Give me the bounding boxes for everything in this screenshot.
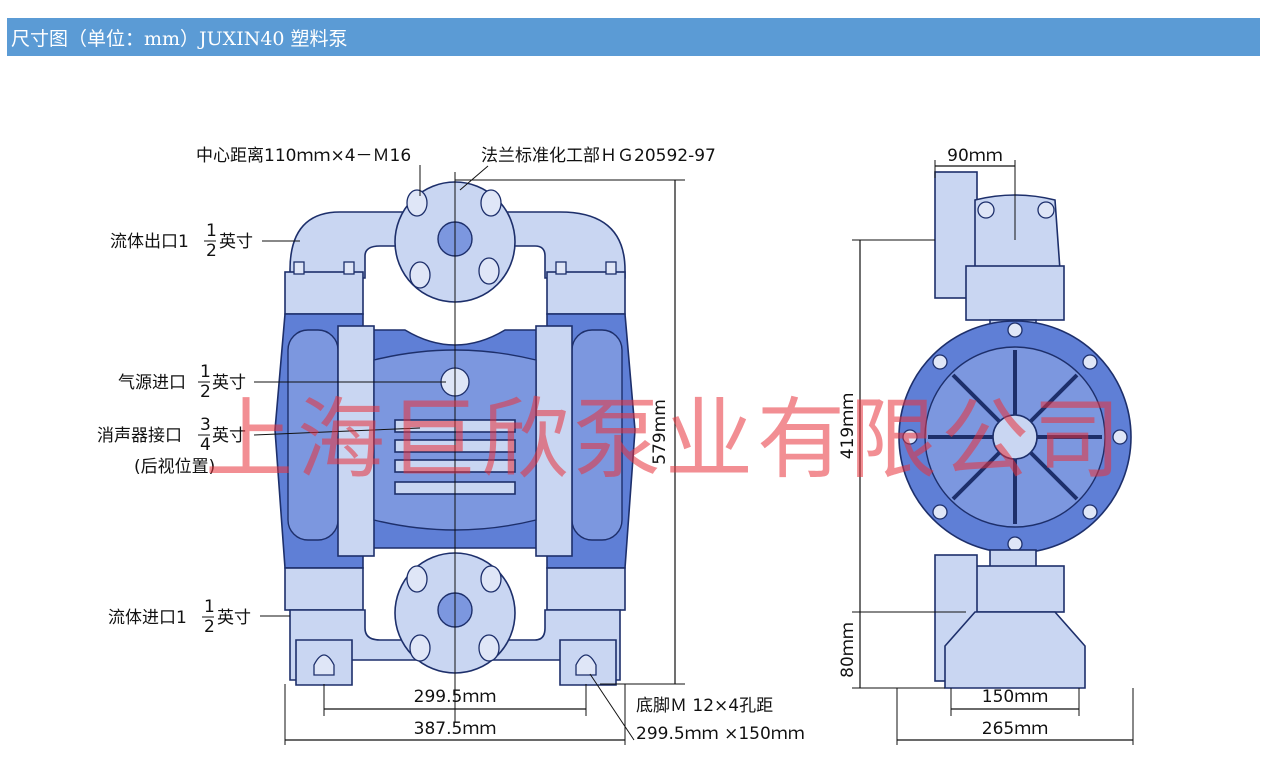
side-base-height-dimension: 80ｍｍ: [838, 622, 858, 678]
front-inner-width-dimension: 299.5ｍｍ: [414, 687, 497, 707]
outlet-label: 流体出口1: [110, 232, 189, 252]
upper-right-valve-block: [546, 271, 626, 315]
lower-right-valve-block: [546, 567, 626, 611]
side-foot-outer-dimension: 265ｍｍ: [982, 719, 1048, 739]
side-foot-inner-dimension: 150ｍｍ: [982, 687, 1048, 707]
outlet-frac-den: 2: [206, 241, 217, 261]
outlet-frac-num: 1: [206, 221, 217, 241]
muffler-frac-den: 4: [200, 435, 211, 455]
outlet-unit: 英寸: [219, 232, 253, 252]
upper-left-valve-block: [284, 271, 364, 315]
side-base: [944, 611, 1086, 689]
side-height-dimension: 419ｍｍ: [838, 393, 858, 459]
page-title: 尺寸图（单位：mm）JUXIN40 塑料泵: [11, 28, 348, 50]
company-watermark: 上海巨欣泵业有限公司: [205, 388, 1125, 491]
front-outer-width-dimension: 387.5ｍｍ: [414, 719, 497, 739]
foot-note-line2: 299.5ｍｍ ×150ｍｍ: [636, 724, 805, 744]
front-view-dimensions: 579mm 299.5ｍｍ 387.5ｍｍ 底脚Ｍ 12×4孔距 299.5ｍｍ…: [284, 179, 805, 745]
flange-center-label: 中心距离110ｍｍ×4－Ｍ16: [196, 146, 411, 166]
muffler-note: (后视位置): [134, 457, 215, 477]
title-bar: 尺寸图（单位：mm）JUXIN40 塑料泵: [7, 18, 1260, 56]
muffler-frac-num: 3: [200, 415, 211, 435]
foot-note-line1: 底脚Ｍ 12×4孔距: [636, 696, 773, 716]
lower-left-valve-block: [284, 567, 364, 611]
inlet-frac-den: 2: [204, 617, 215, 637]
side-view-pump: [898, 171, 1132, 689]
air-frac-num: 1: [200, 362, 211, 382]
air-inlet-unit: 英寸: [212, 373, 246, 393]
side-top-offset-dimension: 90ｍｍ: [947, 146, 1003, 166]
inlet-label: 流体进口1: [108, 608, 187, 628]
inlet-frac-num: 1: [204, 597, 215, 617]
inlet-unit: 英寸: [217, 608, 251, 628]
muffler-label: 消声器接口: [97, 426, 182, 446]
side-view-dimensions: 90ｍｍ 419ｍｍ 80ｍｍ 150ｍｍ 265ｍｍ: [838, 146, 1134, 745]
front-height-dimension: 579mm: [650, 399, 670, 465]
side-ribs: [928, 350, 1102, 524]
front-view-callouts: 中心距离110ｍｍ×4－Ｍ16 法兰标准化工部ＨＧ20592-97 流体出口1 …: [97, 146, 716, 637]
muffler-unit: 英寸: [212, 426, 246, 446]
air-frac-den: 2: [200, 382, 211, 402]
air-inlet-label: 气源进口: [118, 373, 186, 393]
flange-standard-label: 法兰标准化工部ＨＧ20592-97: [481, 146, 716, 166]
